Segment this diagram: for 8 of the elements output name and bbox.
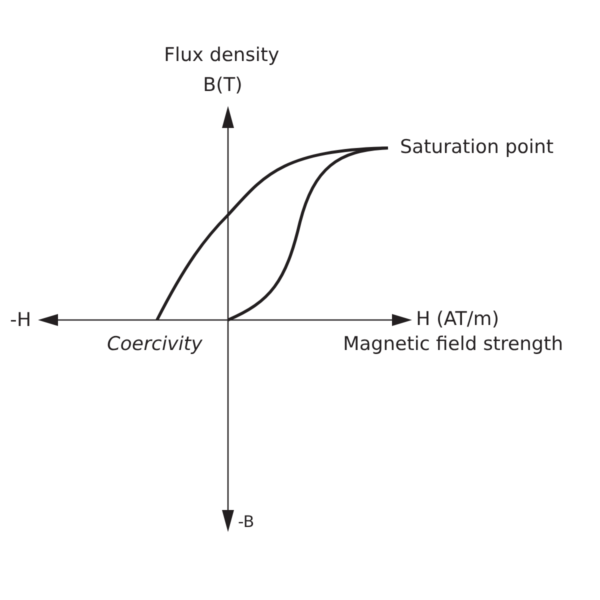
point-label: Coercivity [107, 333, 202, 355]
curve-label: Saturation point [400, 136, 554, 158]
axis-title: Magnetic field strength [343, 333, 564, 355]
axis-end-label: -B [238, 511, 254, 533]
axis-title: Flux density [164, 44, 280, 66]
axis-end-label: -H [10, 309, 32, 331]
axis-unit: B(T) [203, 74, 242, 96]
axis-unit: H (AT/m) [416, 308, 500, 330]
